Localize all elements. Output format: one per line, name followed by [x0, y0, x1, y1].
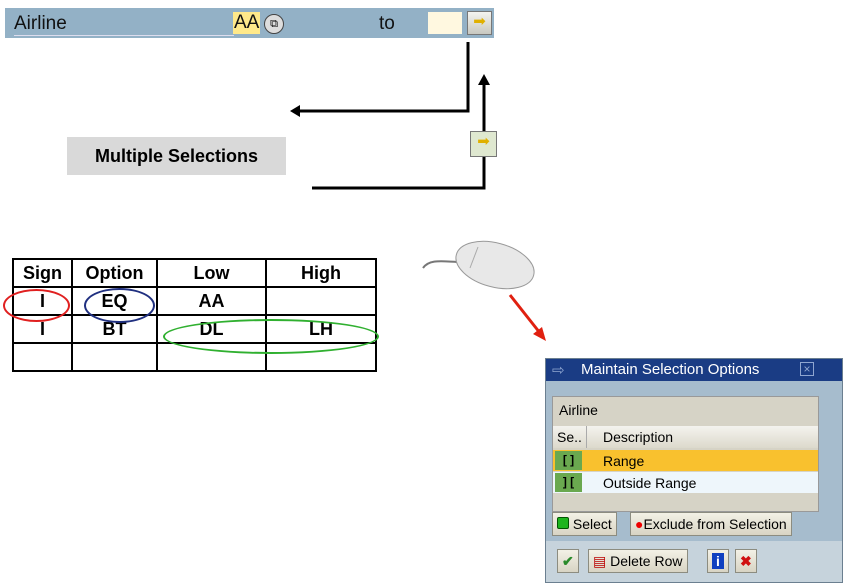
dialog-toolbar: ✔ ▤ Delete Row i ✖ — [546, 541, 842, 582]
confirm-button[interactable]: ✔ — [557, 549, 579, 573]
dialog-icon: ⇨ — [552, 362, 565, 379]
sign-highlight — [3, 289, 70, 322]
field-label: Airline — [14, 13, 67, 34]
option-range[interactable]: [ ] Range — [553, 450, 818, 471]
header-option: Option — [71, 258, 158, 288]
multiple-selection-button[interactable]: ➡ — [467, 11, 492, 35]
dialog-title: Maintain Selection Options — [581, 361, 760, 378]
low-value-input[interactable]: AA — [233, 12, 261, 34]
to-label: to — [379, 13, 395, 34]
range-highlight — [163, 319, 379, 354]
info-icon[interactable]: i — [712, 553, 724, 569]
header-high: High — [265, 258, 377, 288]
options-group: Airline Se.. Description [ ] Range ] [ O… — [552, 396, 819, 512]
multiple-selections-callout: Multiple Selections — [67, 137, 286, 175]
option-highlight — [84, 288, 155, 323]
exclude-button[interactable]: ●Exclude from Selection — [630, 512, 792, 536]
select-button[interactable]: Select — [552, 512, 617, 536]
cancel-button[interactable]: ✖ — [735, 549, 757, 573]
close-icon[interactable]: × — [800, 362, 814, 376]
option-outside-range[interactable]: ] [ Outside Range — [553, 472, 818, 493]
green-square-icon — [557, 517, 569, 529]
dialog-titlebar: ⇨ Maintain Selection Options × — [546, 359, 842, 381]
multiple-selection-status-icon[interactable]: ⧉ — [264, 14, 284, 34]
header-sign: Sign — [12, 258, 73, 288]
delete-row-button[interactable]: ▤ Delete Row — [588, 549, 688, 573]
delete-row-icon: ▤ — [593, 553, 607, 569]
multiple-selection-button-small[interactable]: ➡ — [470, 131, 497, 157]
mouse-icon — [422, 240, 535, 290]
red-light-icon: ● — [635, 516, 644, 532]
maintain-selection-options-dialog: ⇨ Maintain Selection Options × Airline S… — [545, 358, 843, 583]
group-label: Airline — [559, 402, 598, 418]
header-low: Low — [156, 258, 267, 288]
selection-row: Airline AA ⧉ to ➡ — [5, 8, 494, 38]
high-value-input[interactable] — [428, 12, 462, 34]
table-header: Se.. Description — [553, 426, 818, 448]
outside-range-icon: ] [ — [555, 473, 582, 492]
range-icon: [ ] — [555, 451, 582, 470]
